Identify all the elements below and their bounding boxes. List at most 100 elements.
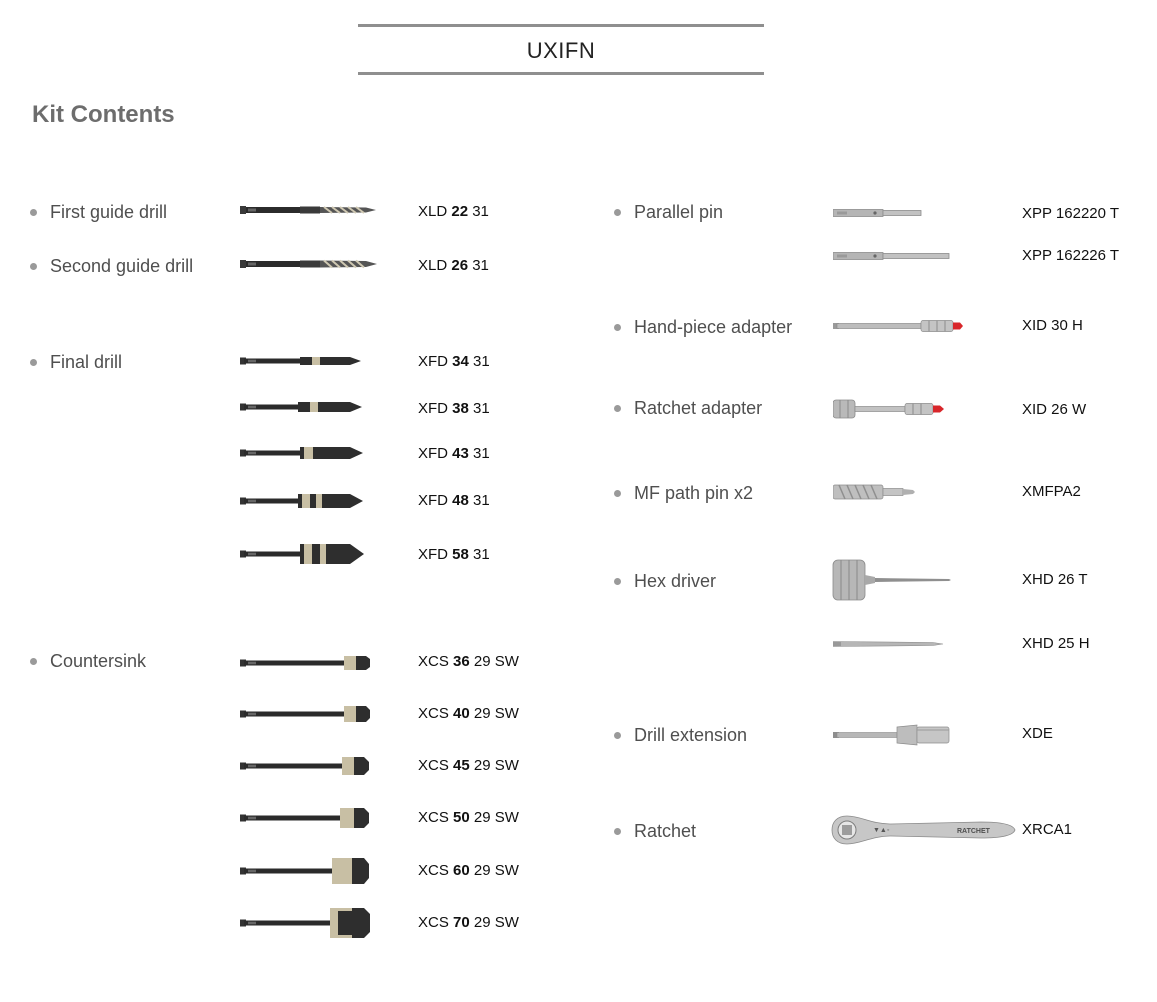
code-suffix: 31	[473, 546, 490, 563]
list-item-drill-extension: Drill extension	[614, 723, 747, 747]
code-size: 45	[453, 757, 470, 774]
ratchet-engraving: RATCHET	[957, 828, 991, 835]
code-prefix: XCS	[418, 757, 449, 774]
code-prefix: XFD	[418, 400, 448, 417]
code-xfd-38-31: XFD 38 31	[418, 399, 490, 419]
ratchet-image: ▼▲◦ RATCHET	[831, 814, 1017, 846]
code-suffix: 29 SW	[473, 653, 519, 670]
parallel-pin-short-image	[833, 206, 923, 220]
hex-driver-25-image	[833, 637, 945, 651]
countersink-60-image	[240, 855, 375, 887]
list-item-countersink: Countersink	[30, 649, 146, 673]
bullet	[614, 731, 621, 739]
code-suffix: 29 SW	[473, 914, 519, 931]
code-prefix: XFD	[418, 353, 448, 370]
code-size: 34	[452, 353, 469, 370]
code-suffix: 29 SW	[473, 809, 519, 826]
code-xmfpa2: XMFPA2	[1022, 483, 1081, 500]
item-label: Parallel pin	[634, 201, 724, 222]
code-suffix: 31	[473, 353, 490, 370]
item-label: Final drill	[50, 351, 123, 372]
code-size: 26	[451, 257, 469, 274]
code-size: 36	[453, 653, 470, 670]
code-xid-26-w: XID 26 W	[1022, 401, 1087, 418]
countersink-40-image	[240, 703, 375, 725]
drill-extension-image	[833, 722, 951, 748]
list-item-final-drill: Final drill	[30, 350, 122, 374]
code-suffix: 31	[473, 445, 490, 462]
list-item-second-guide-drill: Second guide drill	[30, 254, 193, 278]
code-xrca1: XRCA1	[1022, 821, 1073, 838]
list-item-mf-path-pin: MF path pin x2	[614, 481, 753, 505]
bullet	[30, 262, 37, 270]
code-xfd-58-31: XFD 58 31	[418, 545, 490, 565]
code-suffix: 31	[472, 203, 489, 220]
code-prefix: XCS	[418, 914, 449, 931]
item-label: Countersink	[50, 650, 147, 671]
final-drill-48-image	[240, 490, 365, 512]
bullet	[614, 489, 621, 497]
code-suffix: 29 SW	[473, 862, 519, 879]
item-label: Second guide drill	[50, 255, 194, 276]
code-suffix: 31	[473, 492, 490, 509]
code-size: 43	[452, 445, 469, 462]
code-suffix: 31	[472, 257, 489, 274]
code-xcs-70-29-sw: XCS 70 29 SW	[418, 913, 519, 933]
bullet	[614, 827, 621, 835]
code-xfd-34-31: XFD 34 31	[418, 352, 490, 372]
ratchet-adapter-image	[833, 397, 948, 421]
parallel-pin-long-image	[833, 249, 953, 263]
code-prefix: XCS	[418, 809, 449, 826]
hand-piece-adapter-image	[833, 317, 965, 335]
countersink-36-image	[240, 653, 375, 673]
code-xld-26-31: XLD 26 31	[418, 256, 489, 276]
code-size: 58	[452, 546, 469, 563]
code-prefix: XLD	[418, 203, 448, 220]
item-label: Ratchet	[634, 820, 697, 841]
code-prefix: XLD	[418, 257, 448, 274]
code-xcs-40-29-sw: XCS 40 29 SW	[418, 704, 519, 724]
svg-text:▼▲◦: ▼▲◦	[873, 827, 889, 834]
item-label: Hand-piece adapter	[634, 316, 793, 337]
code-xde: XDE	[1022, 725, 1053, 742]
bullet	[614, 577, 621, 585]
code-prefix: XFD	[418, 546, 448, 563]
mf-path-pin-image	[833, 482, 918, 502]
countersink-70-image	[240, 906, 375, 940]
code-xfd-43-31: XFD 43 31	[418, 444, 490, 464]
code-xid-30-h: XID 30 H	[1022, 317, 1083, 334]
code-suffix: 29 SW	[473, 757, 519, 774]
code-prefix: XFD	[418, 445, 448, 462]
code-size: 22	[451, 203, 469, 220]
item-label: MF path pin x2	[634, 482, 754, 503]
bullet	[30, 358, 37, 366]
code-xhd-25-h: XHD 25 H	[1022, 635, 1090, 652]
item-label: Hex driver	[634, 570, 717, 591]
item-label: Drill extension	[634, 724, 748, 745]
bullet	[614, 323, 621, 331]
hex-driver-26-image	[831, 558, 953, 602]
code-xhd-26-t: XHD 26 T	[1022, 571, 1088, 588]
code-xpp-162220-t: XPP 162220 T	[1022, 205, 1120, 222]
code-xld-22-31: XLD 22 31	[418, 202, 489, 222]
list-item-hex-driver: Hex driver	[614, 569, 716, 593]
section-title: Kit Contents	[32, 101, 175, 128]
second-guide-drill-image	[240, 256, 380, 272]
code-xfd-48-31: XFD 48 31	[418, 491, 490, 511]
item-label: Ratchet adapter	[634, 397, 763, 418]
code-prefix: XCS	[418, 653, 449, 670]
item-label: First guide drill	[50, 201, 168, 222]
code-xcs-45-29-sw: XCS 45 29 SW	[418, 756, 519, 776]
code-xcs-50-29-sw: XCS 50 29 SW	[418, 808, 519, 828]
page-title: UXIFN	[526, 38, 596, 63]
list-item-ratchet: Ratchet	[614, 819, 696, 843]
code-suffix: 31	[473, 400, 490, 417]
bullet	[614, 208, 621, 216]
code-size: 38	[452, 400, 469, 417]
list-item-hand-piece-adapter: Hand-piece adapter	[614, 315, 792, 339]
code-size: 60	[453, 862, 470, 879]
list-item-first-guide-drill: First guide drill	[30, 200, 167, 224]
list-item-parallel-pin: Parallel pin	[614, 200, 723, 224]
code-size: 48	[452, 492, 469, 509]
bullet	[30, 657, 37, 665]
